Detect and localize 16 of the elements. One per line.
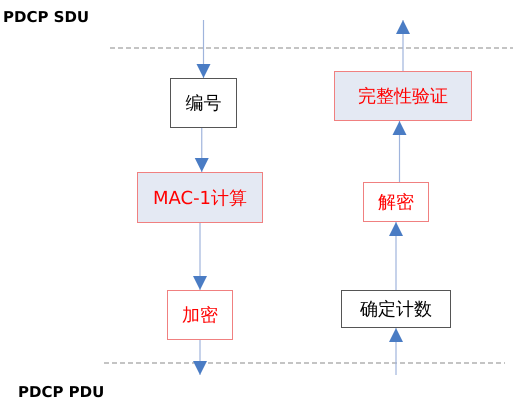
layer-label: PDCP PDU [18,383,104,401]
arrow [193,340,207,375]
process-box: 解密 [363,182,429,222]
arrow [196,20,210,78]
arrow [194,128,209,172]
arrow [392,121,406,182]
process-box: 确定计数 [341,290,451,328]
process-box: 完整性验证 [334,71,472,121]
arrow [396,20,410,71]
arrow [389,328,403,375]
process-box: MAC-1计算 [137,172,263,223]
process-box: 编号 [170,78,237,128]
arrow [389,222,403,290]
arrow [193,223,207,290]
process-box: 加密 [167,290,233,340]
layer-label: PDCP SDU [3,8,90,26]
